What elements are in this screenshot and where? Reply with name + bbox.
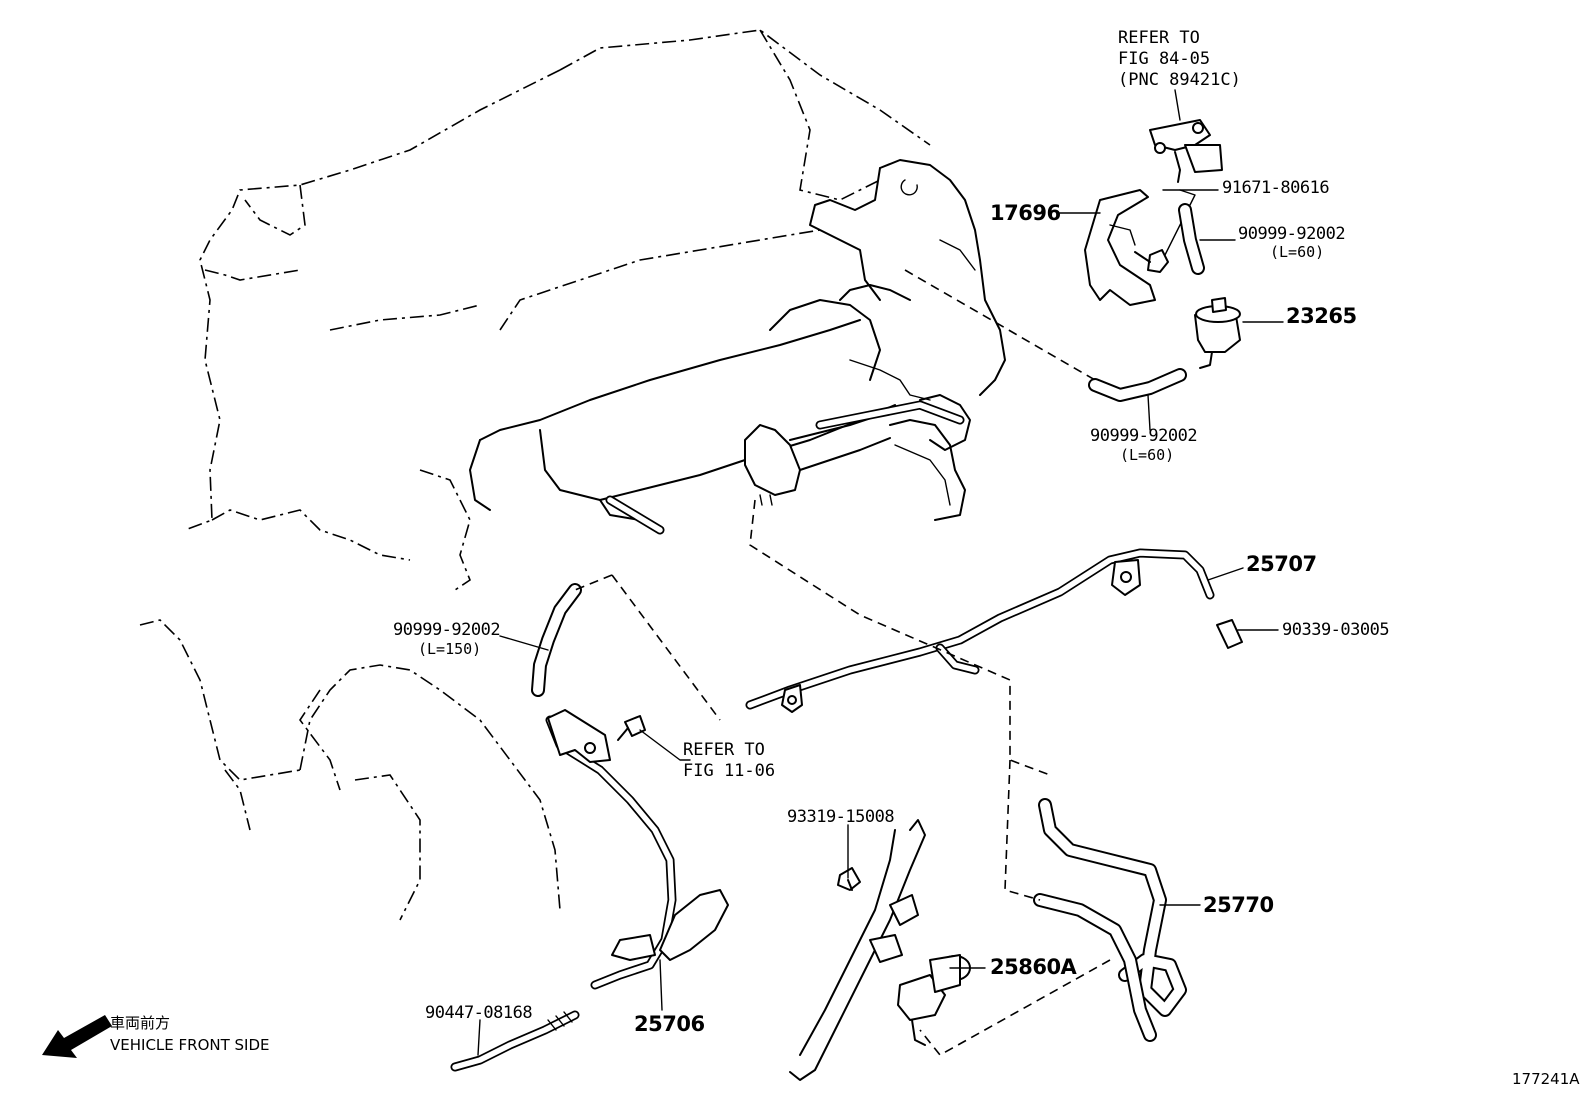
plug-90339 bbox=[1216, 619, 1243, 649]
part-number-23265: 23265 bbox=[1286, 304, 1357, 328]
hose-25770 bbox=[1033, 798, 1187, 1042]
intake-manifold bbox=[469, 159, 1006, 535]
pipe-25707 bbox=[745, 548, 1215, 713]
refer-8405-line2: FIG 84-05 bbox=[1118, 49, 1211, 69]
hose-90999-lower bbox=[531, 583, 582, 697]
filter-23265 bbox=[1194, 297, 1241, 369]
bolt-91671 bbox=[1134, 189, 1196, 273]
refer-8405-line1: REFER TO bbox=[1118, 28, 1200, 48]
engine-block-outline bbox=[139, 29, 931, 921]
refer-8405-line3: (PNC 89421C) bbox=[1118, 70, 1241, 90]
part-number-93319-15008: 93319-15008 bbox=[787, 807, 895, 827]
vehicle-front-jp: 車両前方 bbox=[110, 1014, 171, 1032]
connection-lines bbox=[574, 269, 1111, 1057]
part-number-25706: 25706 bbox=[634, 1012, 705, 1036]
part-number-90999-92002-b: 90999-92002 bbox=[1090, 426, 1198, 446]
vehicle-front-side-label: 車両前方 VEHICLE FRONT SIDE bbox=[110, 1012, 270, 1056]
part-number-25707: 25707 bbox=[1246, 552, 1317, 576]
part-number-25770: 25770 bbox=[1203, 893, 1274, 917]
hose-90999-upper bbox=[1178, 203, 1205, 275]
bracket-17696 bbox=[1084, 189, 1156, 306]
hose-90999-middle bbox=[1088, 368, 1187, 402]
pipe-90447 bbox=[450, 1010, 580, 1072]
vehicle-front-en: VEHICLE FRONT SIDE bbox=[110, 1036, 270, 1054]
part-number-17696: 17696 bbox=[990, 201, 1061, 225]
leader-lines bbox=[477, 189, 1284, 1056]
refer-fig-11-06-callout: REFER TO FIG 11-06 bbox=[683, 740, 775, 782]
length-l60-a: (L=60) bbox=[1270, 243, 1325, 261]
pressure-sensor bbox=[1149, 89, 1223, 183]
part-number-25860A: 25860A bbox=[990, 955, 1077, 979]
part-number-90339-03005: 90339-03005 bbox=[1282, 620, 1390, 640]
part-number-90999-92002-c: 90999-92002 bbox=[393, 620, 501, 640]
pipe-25706 bbox=[545, 709, 729, 990]
arrow-down-left-icon bbox=[42, 1015, 112, 1058]
part-number-90999-92002-a: 90999-92002 bbox=[1238, 224, 1346, 244]
refer-1106-line2: FIG 11-06 bbox=[683, 761, 776, 781]
length-l150: (L=150) bbox=[418, 640, 482, 658]
refer-1106-line1: REFER TO bbox=[683, 740, 765, 760]
part-number-90447-08168: 90447-08168 bbox=[425, 1003, 533, 1023]
length-l60-b: (L=60) bbox=[1120, 446, 1175, 464]
part-number-91671-80616: 91671-80616 bbox=[1222, 178, 1330, 198]
vsv-25860A bbox=[897, 954, 971, 1046]
refer-fig-84-05-callout: REFER TO FIG 84-05 (PNC 89421C) bbox=[1118, 28, 1241, 91]
figure-id: 177241A bbox=[1512, 1070, 1580, 1088]
vsv-canister bbox=[744, 400, 965, 506]
bolt-ref-1106 bbox=[617, 715, 646, 741]
bracket-93319 bbox=[789, 819, 926, 1081]
